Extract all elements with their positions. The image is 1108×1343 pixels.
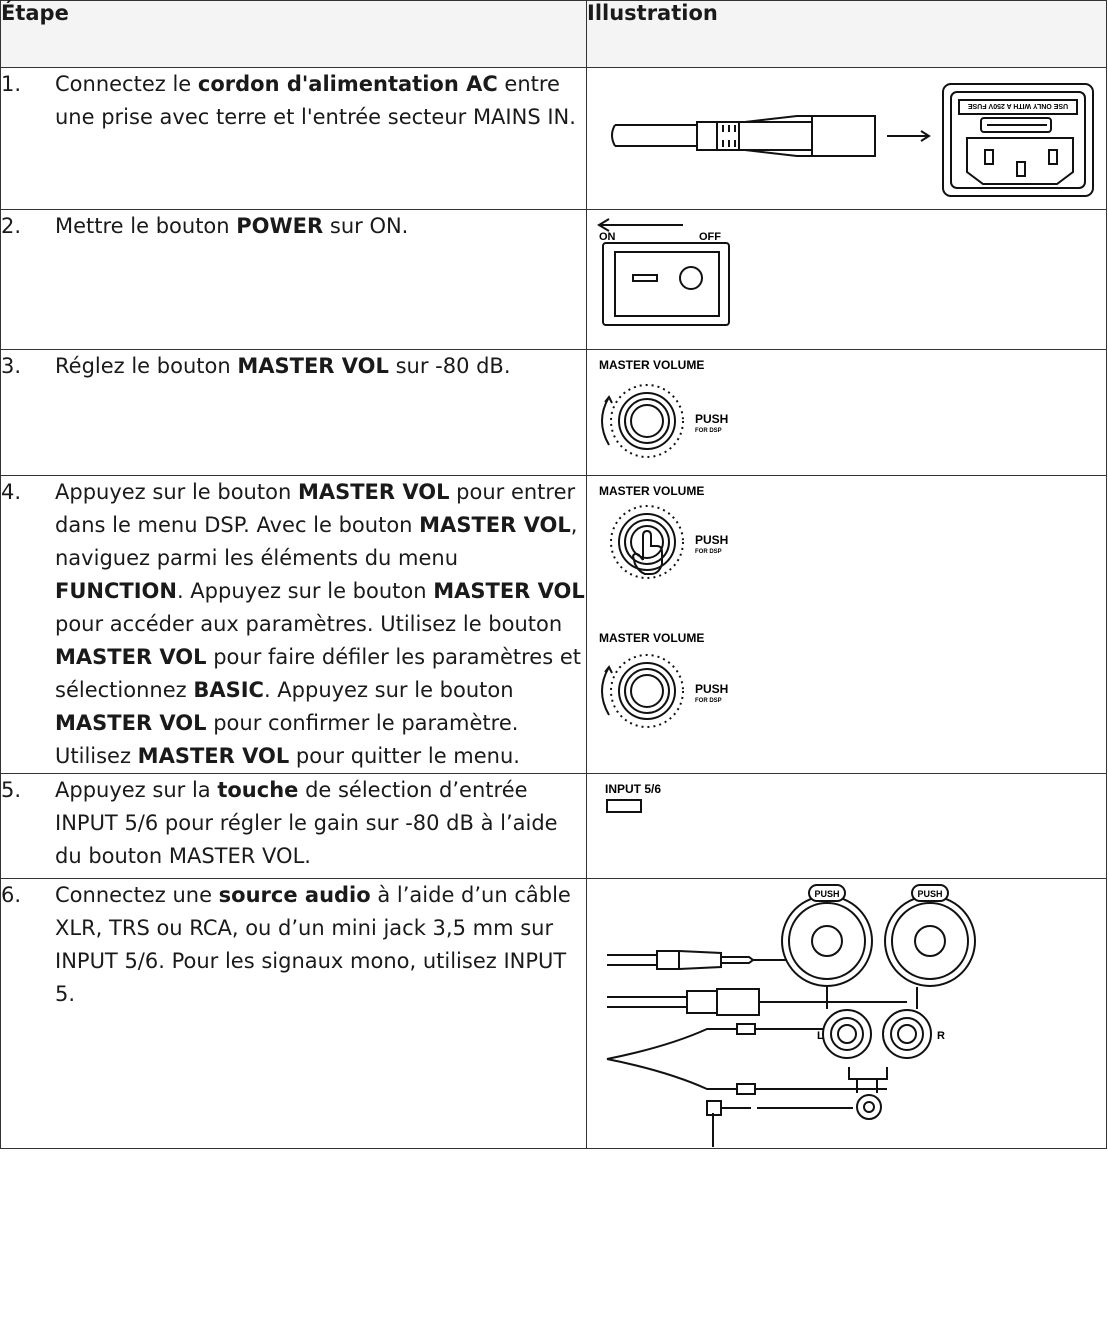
step-text-cell: 6. Connectez une source audio à l’aide d…: [0, 878, 587, 1149]
push-label: PUSH: [695, 682, 728, 696]
illustration-cell: MASTER VOLUME PUSH FOR DSP: [586, 349, 1107, 476]
input-label: INPUT 5/6: [605, 782, 661, 796]
push-tag-right: PUSH: [917, 889, 942, 899]
step-instruction: Mettre le bouton POWER sur ON.: [55, 214, 409, 238]
step-row: 4. Appuyez sur le bouton MASTER VOL pour…: [0, 475, 1107, 774]
switch-off-label: OFF: [699, 231, 721, 243]
step-row: 5. Appuyez sur la touche de sélection d’…: [0, 773, 1107, 879]
step-number: 5.: [1, 778, 22, 802]
illustration-cell: ON OFF: [586, 209, 1107, 350]
power-cord-illustration: USE ONLY WITH A 250V FUSE: [611, 83, 1094, 197]
step-text-cell: 1. Connectez le cordon d'alimentation AC…: [0, 67, 587, 210]
rca-right-label: R: [937, 1030, 945, 1042]
fuse-label: USE ONLY WITH A 250V FUSE: [968, 102, 1069, 109]
push-label: PUSH: [695, 412, 728, 426]
audio-inputs-illustration: PUSH PUSH L R: [606, 884, 976, 1147]
step-row: 1. Connectez le cordon d'alimentation AC…: [0, 67, 1107, 210]
master-volume-push-illustration: MASTER VOLUME PUSH FOR DSP MASTER VOLUME: [599, 484, 728, 728]
step-number: 3.: [1, 354, 22, 378]
rca-left-label: L: [817, 1030, 824, 1042]
step-instruction: Appuyez sur la touche de sélection d’ent…: [55, 778, 558, 868]
illustration-cell: INPUT 5/6: [586, 773, 1107, 879]
input-select-button-icon: [606, 799, 642, 813]
step-instruction: Connectez le cordon d'alimentation AC en…: [55, 72, 576, 129]
step-number: 4.: [1, 480, 22, 504]
step-text-cell: 3. Réglez le bouton MASTER VOL sur -80 d…: [0, 349, 587, 476]
for-dsp-label: FOR DSP: [695, 428, 722, 434]
header-step: Étape: [0, 0, 587, 68]
for-dsp-label: FOR DSP: [695, 698, 722, 704]
step-text-cell: 4. Appuyez sur le bouton MASTER VOL pour…: [0, 475, 587, 774]
illustration-cell: PUSH PUSH L R: [586, 878, 1107, 1149]
header-illustration: Illustration: [586, 0, 1107, 68]
push-label: PUSH: [695, 533, 728, 547]
step-row: 3. Réglez le bouton MASTER VOL sur -80 d…: [0, 349, 1107, 476]
illustration-cell: MASTER VOLUME PUSH FOR DSP MASTER VOLUME: [586, 475, 1107, 774]
power-switch-illustration: ON OFF: [597, 218, 730, 326]
step-number: 2.: [1, 214, 22, 238]
step-instruction: Réglez le bouton MASTER VOL sur -80 dB.: [55, 354, 511, 378]
master-volume-label: MASTER VOLUME: [599, 484, 704, 498]
for-dsp-label: FOR DSP: [695, 549, 722, 555]
step-text-cell: 5. Appuyez sur la touche de sélection d’…: [0, 773, 587, 879]
step-number: 1.: [1, 72, 22, 96]
header-row: Étape Illustration: [0, 0, 1107, 68]
master-volume-label: MASTER VOLUME: [599, 631, 704, 645]
step-text-cell: 2. Mettre le bouton POWER sur ON.: [0, 209, 587, 350]
master-volume-knob-illustration: MASTER VOLUME PUSH FOR DSP: [599, 358, 728, 458]
step-instruction: Appuyez sur le bouton MASTER VOL pour en…: [55, 480, 585, 768]
step-instruction: Connectez une source audio à l’aide d’un…: [55, 883, 571, 1006]
switch-on-label: ON: [599, 231, 616, 243]
master-volume-label: MASTER VOLUME: [599, 358, 704, 372]
push-tag-left: PUSH: [814, 889, 839, 899]
illustration-cell: USE ONLY WITH A 250V FUSE: [586, 67, 1107, 210]
steps-table: Étape Illustration 1. Connectez le cordo…: [0, 0, 1107, 1149]
input-select-illustration: INPUT 5/6: [605, 782, 661, 813]
step-row: 6. Connectez une source audio à l’aide d…: [0, 878, 1107, 1149]
step-number: 6.: [1, 883, 22, 907]
step-row: 2. Mettre le bouton POWER sur ON. ON OFF: [0, 209, 1107, 350]
